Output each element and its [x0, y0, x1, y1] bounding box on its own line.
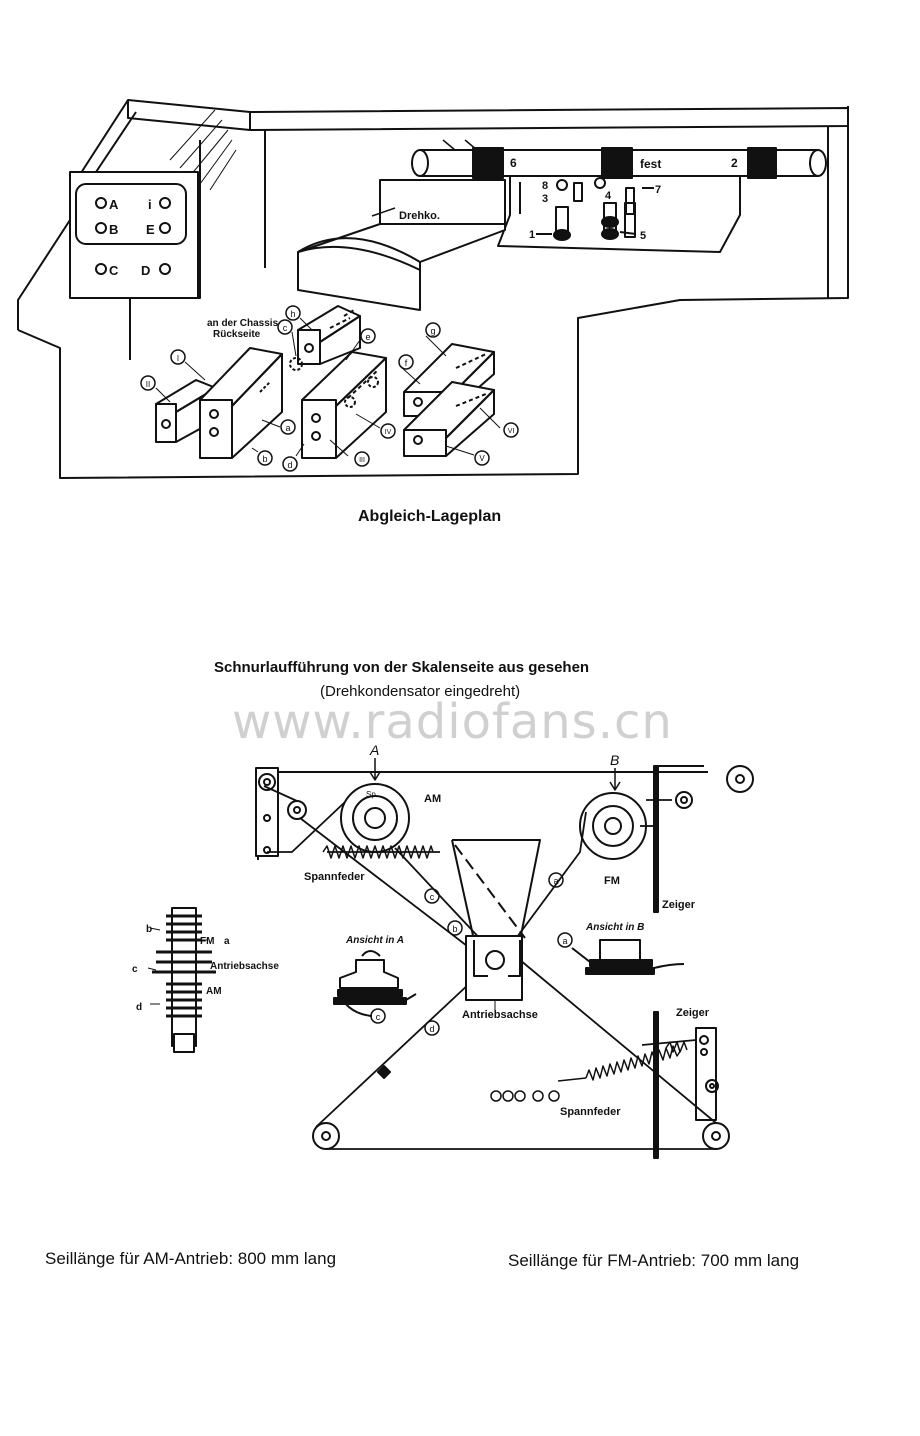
- marker-g: g: [430, 326, 435, 336]
- stack-label-b: b: [146, 924, 152, 935]
- funnel: [451, 839, 541, 1012]
- panel-label-i: i: [148, 197, 152, 212]
- label-zeiger-1: Zeiger: [662, 899, 696, 911]
- footer-fm-length: Seillänge für FM-Antrieb: 700 mm lang: [508, 1251, 800, 1270]
- rod-label-2: 2: [731, 156, 738, 170]
- marker-c: c: [283, 323, 288, 333]
- label-spannfeder-1: Spannfeder: [304, 871, 365, 883]
- label-antriebsachse: Antriebsachse: [462, 1009, 538, 1021]
- marker-leaders: [155, 317, 501, 457]
- springs: [322, 845, 688, 1082]
- label-spannfeder-2: Spannfeder: [560, 1106, 621, 1118]
- marker-roman-2: II: [146, 380, 150, 389]
- stack-label-a: a: [224, 936, 230, 947]
- coil-rod: [411, 139, 827, 179]
- watermark: www.radiofans.cn: [232, 694, 673, 750]
- cord-marker-circles: [370, 872, 573, 1036]
- label-fm: FM: [604, 875, 620, 887]
- panel-label-b: B: [109, 222, 118, 237]
- coil-blocks: [155, 305, 495, 459]
- panel-label-a: A: [109, 197, 119, 212]
- top-diagram-caption: Abgleich-Lageplan: [358, 508, 502, 525]
- stack-label-c: c: [132, 964, 138, 975]
- marker-roman-5: V: [479, 454, 485, 463]
- label-ansicht-b: Ansicht in B: [585, 922, 644, 933]
- marker-roman-4: IV: [385, 429, 392, 436]
- panel-label-c: C: [109, 263, 119, 278]
- marker-circles: [140, 305, 519, 472]
- label-am: AM: [424, 793, 441, 805]
- top-labels: A i B E C D Drehko. 6 fest 2 8 3 4 7 1 5…: [109, 156, 738, 470]
- post-label-1: 1: [529, 229, 535, 241]
- label-sp: Sp: [366, 790, 376, 799]
- ansicht-a-detail: [333, 950, 417, 1017]
- marker-e: e: [365, 332, 370, 342]
- marker-a: a: [285, 423, 290, 433]
- post-label-8: 8: [542, 180, 548, 192]
- cord-marker-c: c: [430, 892, 435, 902]
- post-label-3: 3: [542, 193, 548, 205]
- label-zeiger-2: Zeiger: [676, 1007, 710, 1019]
- marker-b: b: [262, 454, 267, 464]
- rod-label-fest: fest: [640, 157, 661, 171]
- chassis-note-line1: an der Chassis: [207, 318, 279, 329]
- drive-stack: [147, 907, 216, 1053]
- drehko-label: Drehko.: [399, 210, 440, 222]
- marker-roman-1: I: [177, 354, 179, 363]
- post-label-5: 5: [640, 230, 646, 242]
- rod-label-6: 6: [510, 156, 517, 170]
- post-label-7: 7: [655, 184, 661, 196]
- arrows-a-b: [369, 758, 621, 791]
- label-ansicht-a: Ansicht in A: [345, 935, 404, 946]
- label-a: A: [369, 742, 379, 758]
- panel-label-d: D: [141, 263, 150, 278]
- label-b: B: [610, 752, 619, 768]
- bottom-diagram-title: Schnurlaufführung von der Skalenseite au…: [214, 659, 590, 676]
- marker-f: f: [405, 358, 408, 368]
- cord-marker-a: a: [553, 876, 558, 886]
- panel-box: [69, 171, 199, 299]
- cord-marker-d: d: [429, 1024, 434, 1034]
- marker-d: d: [287, 460, 292, 470]
- stack-label-fm: FM: [200, 936, 214, 947]
- cord-marker-c-a: c: [376, 1012, 381, 1022]
- panel-label-e: E: [146, 222, 155, 237]
- footer-am-length: Seillänge für AM-Antrieb: 800 mm lang: [45, 1249, 337, 1268]
- bottom-labels: A B Sp AM FM Zeiger Zeiger Spannfeder Sp…: [132, 742, 710, 1118]
- cord-marker-b: b: [452, 924, 457, 934]
- cord-frame: [257, 771, 708, 860]
- post-label-4: 4: [605, 190, 612, 202]
- stack-label-antrieb: Antriebsachse: [210, 961, 279, 972]
- ansicht-b-detail: [571, 939, 685, 975]
- spring-anchor-holes: [490, 1090, 560, 1102]
- stack-label-d: d: [136, 1002, 142, 1013]
- cord-clamp: [377, 1065, 391, 1079]
- stack-label-am: AM: [206, 986, 222, 997]
- marker-h: h: [290, 309, 295, 319]
- zeiger-pointers: [653, 765, 719, 1159]
- cord-marker-a-b: a: [562, 936, 567, 946]
- marker-roman-3: III: [359, 457, 365, 464]
- marker-roman-6: VI: [508, 428, 515, 435]
- bottom-diagram-subtitle: (Drehkondensator eingedreht): [320, 683, 521, 700]
- drehko: [297, 179, 506, 311]
- trimmer-board: [497, 176, 741, 253]
- chassis-note-line2: Rückseite: [213, 329, 261, 340]
